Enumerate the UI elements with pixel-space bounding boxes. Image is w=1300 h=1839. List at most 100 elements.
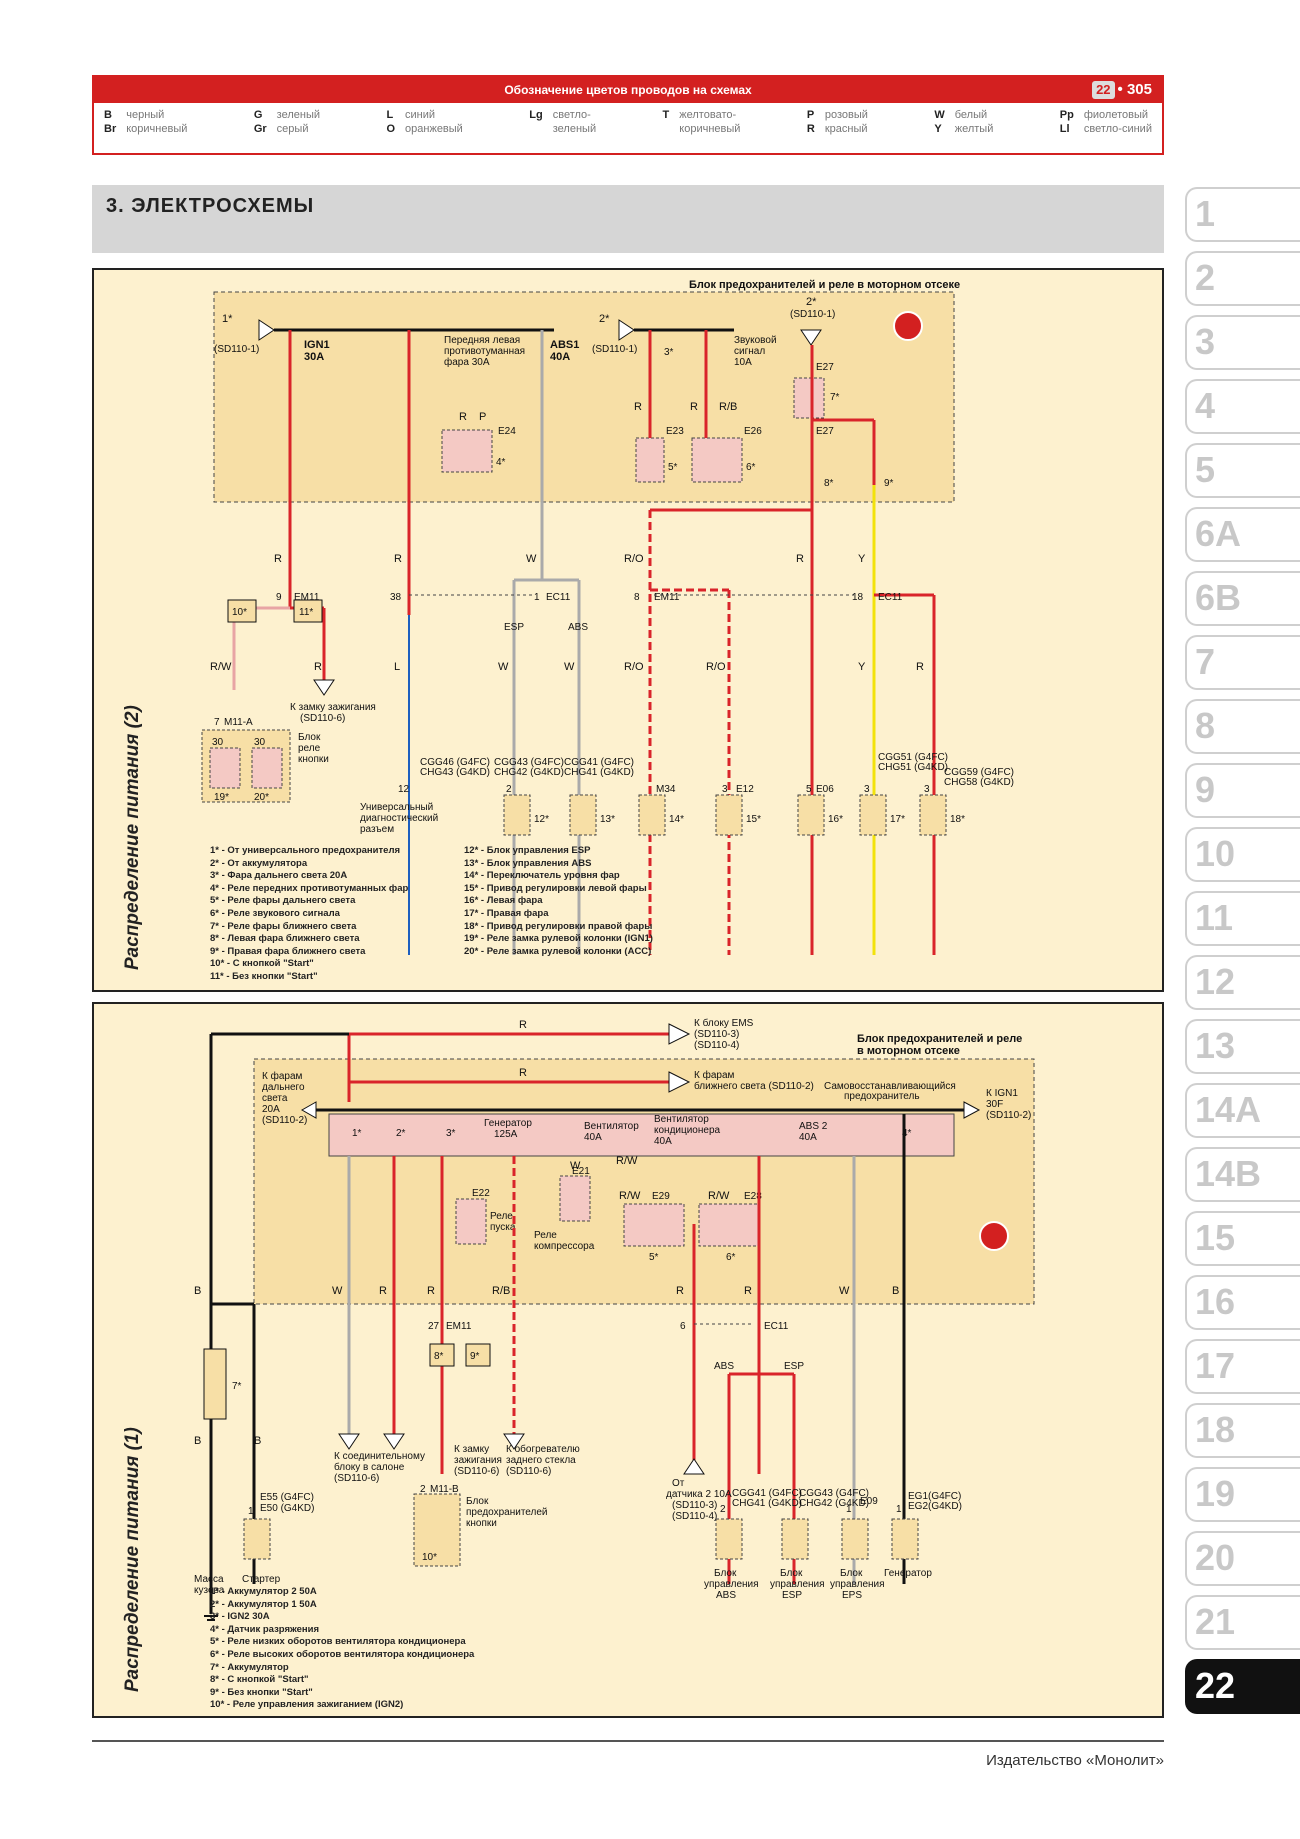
footnote: 8* - С кнопкой "Start" <box>210 1674 309 1686</box>
diagram-label: управления <box>704 1579 759 1590</box>
diagram-shape <box>338 1433 360 1450</box>
diagram-label: 5 <box>806 784 812 795</box>
diagram-label: EG1(G4FC) <box>908 1491 961 1502</box>
diagram-label: 3* <box>446 1128 456 1139</box>
diagram-label: К соединительному <box>334 1451 425 1462</box>
diagram-label: 40A <box>654 1136 672 1147</box>
footnote: 10* - Реле управления зажиганием (IGN2) <box>210 1699 404 1711</box>
diagram-label: 1 <box>534 592 540 603</box>
diagram-label: зажигания <box>454 1455 502 1466</box>
chapter-tab-21[interactable]: 21 <box>1185 1595 1300 1650</box>
footnote: 7* - Аккумулятор <box>210 1661 289 1673</box>
diagram-label: R/W <box>210 661 232 673</box>
chapter-tab-14a[interactable]: 14A <box>1185 1083 1300 1138</box>
chapter-tab-9[interactable]: 9 <box>1185 763 1300 818</box>
chapter-tab-10[interactable]: 10 <box>1185 827 1300 882</box>
diagram-label: Передняя левая <box>444 335 520 346</box>
diagram-label: W <box>498 661 509 673</box>
footnote: 1* - Аккумулятор 2 50А <box>210 1586 317 1597</box>
diagram-label: 7 <box>214 717 220 728</box>
diagram-label: 30 <box>212 737 224 748</box>
chapter-tab-15[interactable]: 15 <box>1185 1211 1300 1266</box>
diagram-label: ABS1 <box>550 339 579 351</box>
diagram-shape <box>243 1518 271 1560</box>
diagram-label: Реле <box>534 1230 557 1241</box>
diagram-label: M11-A <box>224 717 253 728</box>
diagram-label: R/W <box>616 1155 638 1167</box>
diagram-label: кнопки <box>466 1518 497 1529</box>
diagram-label: 38 <box>390 592 402 603</box>
chapter-tab-16[interactable]: 16 <box>1185 1275 1300 1330</box>
footnote: 4* - Датчик разряжения <box>210 1623 320 1635</box>
chapter-tab-6b[interactable]: 6B <box>1185 571 1300 626</box>
diagram-label: датчика 2 10A <box>666 1489 732 1500</box>
chapter-tab-2[interactable]: 2 <box>1185 251 1300 306</box>
diagram-label: CGG41 (G4FC) <box>564 757 634 768</box>
chapter-tab-14b[interactable]: 14B <box>1185 1147 1300 1202</box>
diagram-label: заднего стекла <box>506 1455 576 1466</box>
chapter-tab-11[interactable]: 11 <box>1185 891 1300 946</box>
diagram-shape <box>328 1113 955 1157</box>
diagram-label: CGG43 (G4FC) <box>494 757 564 768</box>
hazard-icon <box>979 1221 1009 1251</box>
diagram-label: W <box>332 1285 343 1297</box>
chapter-tab-7[interactable]: 7 <box>1185 635 1300 690</box>
diagram-label: в моторном отсеке <box>857 1045 960 1057</box>
diagram-label: 40A <box>584 1132 602 1143</box>
chapter-tab-6a[interactable]: 6A <box>1185 507 1300 562</box>
chapter-tab-4[interactable]: 4 <box>1185 379 1300 434</box>
chapter-tab-12[interactable]: 12 <box>1185 955 1300 1010</box>
diagram-label: 12 <box>398 784 410 795</box>
diagram-label: 3 <box>924 784 930 795</box>
diagram-label: компрессора <box>534 1241 595 1252</box>
chapter-tab-18[interactable]: 18 <box>1185 1403 1300 1458</box>
chapter-tab-3[interactable]: 3 <box>1185 315 1300 370</box>
power-distribution-1-panel: Распределение питания (1) R R К блоку EM… <box>92 1002 1164 1718</box>
diagram-label: (SD110-3) <box>694 1029 739 1040</box>
diagram-label: кнопки <box>298 754 329 765</box>
diagram-label: CHG41 (G4KD) <box>564 767 634 778</box>
chapter-tab-5[interactable]: 5 <box>1185 443 1300 498</box>
diagram-label: 2* <box>806 296 817 308</box>
diagram-label: 20* <box>254 792 269 803</box>
diagram-label: EM11 <box>294 592 320 603</box>
diagram-label: 6 <box>680 1321 686 1332</box>
diagram-shape <box>668 1023 691 1045</box>
chapter-tab-22[interactable]: 22 <box>1185 1659 1300 1714</box>
diagram-label: ABS <box>568 622 588 633</box>
footnote: 9* - Правая фара ближнего света <box>210 945 366 957</box>
diagram-label: Блок <box>714 1568 737 1579</box>
chapter-tab-19[interactable]: 19 <box>1185 1467 1300 1522</box>
diagram-label: 9* <box>470 1351 480 1362</box>
diagram-label: ABS <box>716 1590 736 1601</box>
diagram-shape <box>715 1518 743 1560</box>
chapter-tab-20[interactable]: 20 <box>1185 1531 1300 1586</box>
diagram-label: (SD110-1) <box>592 344 637 355</box>
page-number: 22• 305 <box>1092 77 1152 103</box>
chapter-tab-13[interactable]: 13 <box>1185 1019 1300 1074</box>
diagram-label: B <box>194 1435 201 1447</box>
diagram-label: ближнего света (SD110-2) <box>694 1080 814 1092</box>
power-distribution-2-diagram: Блок предохранителей и реле в моторном о… <box>201 279 1014 955</box>
diagram-label: (SD110-3) <box>672 1500 717 1511</box>
diagram-label: CHG43 (G4KD) <box>420 767 490 778</box>
diagram-label: К IGN1 <box>986 1088 1018 1099</box>
diagram-label: R <box>916 661 924 673</box>
diagram-label: EG2(G4KD) <box>908 1501 962 1512</box>
footnote: 8* - Левая фара ближнего света <box>210 933 360 945</box>
diagram-shape <box>455 1198 487 1245</box>
diagram-label: R/B <box>492 1285 510 1297</box>
diagram-label: R/W <box>619 1190 641 1202</box>
diagram-label: 3* <box>664 347 674 358</box>
diagram-label: (SD110-4) <box>672 1511 717 1522</box>
diagram-shape <box>668 1071 691 1093</box>
diagram-label: 10A <box>734 357 752 368</box>
section-title: 3. ЭЛЕКТРОСХЕМЫ <box>106 195 315 217</box>
chapter-tab-8[interactable]: 8 <box>1185 699 1300 754</box>
diagram-label: M11-B <box>430 1484 459 1495</box>
footnote: 5* - Реле низких оборотов вентилятора ко… <box>210 1636 466 1648</box>
chapter-tab-1[interactable]: 1 <box>1185 187 1300 242</box>
legend-header: Обозначение цветов проводов на схемах 22… <box>94 77 1162 103</box>
chapter-tab-17[interactable]: 17 <box>1185 1339 1300 1394</box>
